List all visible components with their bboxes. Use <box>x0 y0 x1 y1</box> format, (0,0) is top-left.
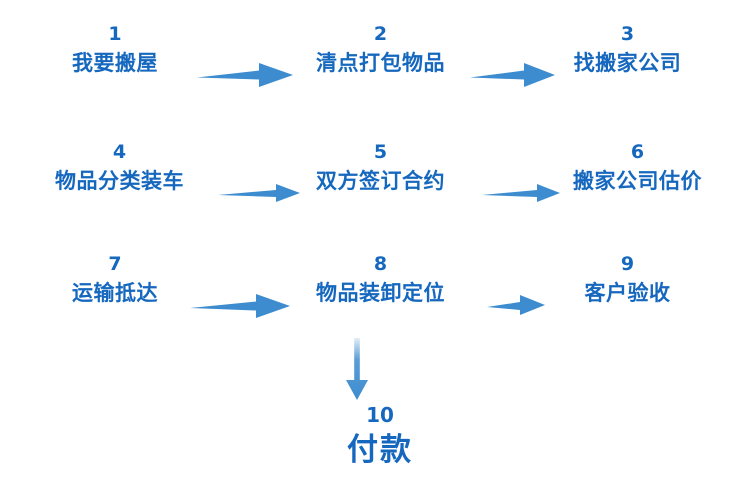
flow-step-1[interactable]: 1 我要搬屋 <box>60 25 170 74</box>
arrow-4-to-5 <box>218 183 300 203</box>
step-label: 找搬家公司 <box>573 51 682 75</box>
step-number: 4 <box>112 141 127 163</box>
arrow-8-to-9 <box>487 294 545 316</box>
step-label: 物品装卸定位 <box>316 281 445 305</box>
step-label: 物品分类装车 <box>55 169 184 193</box>
down-arrow-icon <box>346 338 368 400</box>
flow-step-10[interactable]: 10 付款 <box>300 405 460 466</box>
step-number: 5 <box>373 141 388 163</box>
flow-step-2[interactable]: 2 清点打包物品 <box>303 25 458 74</box>
step-label: 我要搬屋 <box>72 51 158 75</box>
arrow-5-to-6 <box>482 183 560 203</box>
right-arrow-icon <box>197 63 293 87</box>
flow-step-8[interactable]: 8 物品装卸定位 <box>303 255 458 304</box>
step-number: 9 <box>620 253 635 275</box>
step-label: 双方签订合约 <box>316 169 445 193</box>
arrow-8-to-10 <box>344 338 370 400</box>
step-label: 客户验收 <box>584 281 671 305</box>
flow-step-3[interactable]: 3 找搬家公司 <box>560 25 695 74</box>
flow-step-9[interactable]: 9 客户验收 <box>560 255 695 304</box>
arrow-7-to-8 <box>190 293 290 319</box>
flow-step-6[interactable]: 6 搬家公司估价 <box>560 143 715 192</box>
step-number: 6 <box>630 141 645 163</box>
step-number: 10 <box>366 403 394 427</box>
step-number: 2 <box>373 23 388 45</box>
right-arrow-icon <box>470 63 555 87</box>
step-label: 运输抵达 <box>72 281 158 305</box>
right-arrow-icon <box>218 184 300 202</box>
right-arrow-icon <box>482 184 560 202</box>
right-arrow-icon <box>487 295 545 315</box>
arrow-2-to-3 <box>470 62 555 88</box>
right-arrow-icon <box>190 294 290 318</box>
step-label: 清点打包物品 <box>316 51 445 75</box>
arrow-1-to-2 <box>197 62 293 88</box>
step-label: 搬家公司估价 <box>573 169 702 193</box>
step-number: 7 <box>108 253 122 275</box>
flow-step-4[interactable]: 4 物品分类装车 <box>42 143 197 192</box>
step-number: 8 <box>373 253 388 275</box>
flow-step-7[interactable]: 7 运输抵达 <box>60 255 170 304</box>
step-number: 3 <box>620 23 635 45</box>
step-label: 付款 <box>347 432 413 468</box>
flow-step-5[interactable]: 5 双方签订合约 <box>303 143 458 192</box>
step-number: 1 <box>108 23 122 45</box>
